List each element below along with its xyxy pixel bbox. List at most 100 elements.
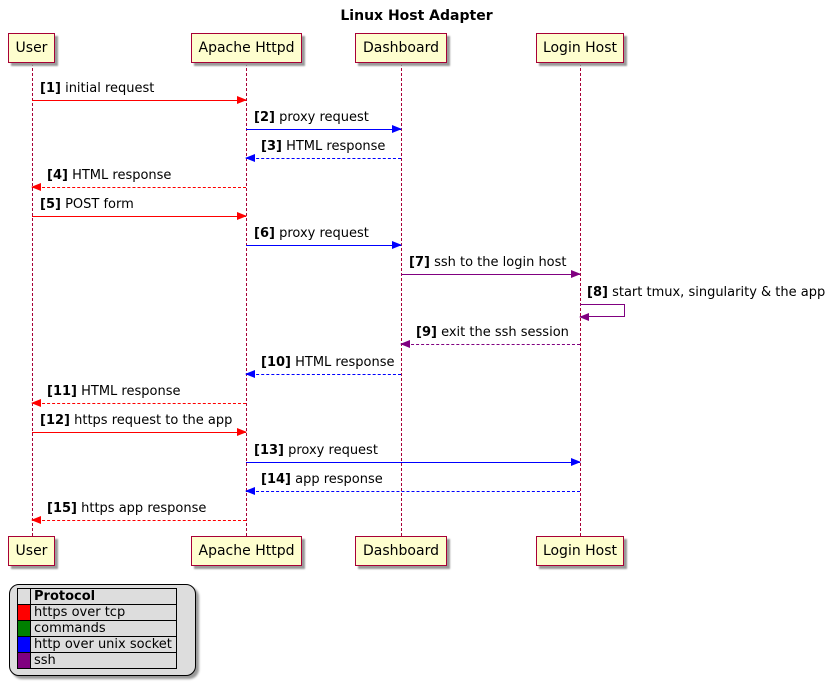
participant-apache-httpd-bottom: Apache Httpd	[191, 536, 302, 566]
arrowhead-icon	[237, 211, 247, 220]
arrowhead-icon	[571, 457, 581, 466]
message-number: [7]	[409, 255, 430, 270]
lifeline-user	[32, 63, 33, 536]
participant-label: Apache Httpd	[198, 543, 295, 559]
participant-apache-httpd-top: Apache Httpd	[191, 33, 302, 63]
message-number: [6]	[254, 226, 275, 241]
message-line	[32, 427, 247, 436]
message-text: HTML response	[81, 384, 181, 399]
legend-swatch-red	[17, 604, 31, 621]
legend-header-swatch	[17, 588, 31, 605]
legend-entry-label: ssh	[30, 652, 177, 669]
message-line	[32, 211, 247, 220]
lifeline-dashboard	[401, 63, 402, 536]
message-line	[31, 398, 246, 407]
legend-row: ssh	[17, 652, 177, 669]
participant-label: Apache Httpd	[198, 40, 295, 56]
legend-entry-label: commands	[30, 620, 177, 637]
legend-swatch-green	[17, 620, 31, 637]
message-label: [5] POST form	[40, 197, 134, 213]
message-number: [3]	[261, 139, 282, 154]
participant-label: Login Host	[542, 543, 618, 559]
participant-label: Dashboard	[363, 40, 439, 56]
message-number: [8]	[587, 285, 608, 300]
lifeline-login-host	[580, 63, 581, 536]
legend-row: commands	[17, 620, 177, 637]
message-number: [5]	[40, 197, 61, 212]
legend-swatch-purple	[17, 652, 31, 669]
arrowhead-icon	[245, 486, 255, 495]
message-text: app response	[295, 472, 383, 487]
message-line	[246, 457, 581, 466]
legend-swatch-blue	[17, 636, 31, 653]
arrowhead-icon	[392, 124, 402, 133]
participant-label: User	[15, 543, 48, 559]
participant-user-top: User	[8, 33, 55, 63]
message-text: HTML response	[286, 139, 386, 154]
lifeline-apache-httpd	[246, 63, 247, 536]
legend-header: Protocol	[30, 588, 177, 605]
message-text: https request to the app	[74, 413, 233, 428]
arrowhead-icon	[237, 427, 247, 436]
message-line	[246, 240, 402, 249]
message-number: [1]	[40, 81, 61, 96]
message-line	[400, 339, 580, 348]
arrowhead-icon	[237, 95, 247, 104]
diagram-title: Linux Host Adapter	[340, 8, 493, 24]
legend-entry-label: https over tcp	[30, 604, 177, 621]
message-label: [8] start tmux, singularity & the app	[587, 285, 825, 301]
participant-label: Login Host	[542, 40, 618, 56]
arrowhead-icon	[392, 240, 402, 249]
legend-header-row: Protocol	[17, 588, 177, 605]
message-number: [4]	[47, 168, 68, 183]
message-label: [14] app response	[261, 472, 383, 488]
message-line	[245, 153, 401, 162]
message-line	[32, 95, 247, 104]
message-label: [11] HTML response	[47, 384, 180, 400]
participant-label: User	[15, 40, 48, 56]
message-text: https app response	[81, 501, 207, 516]
message-label: [4] HTML response	[47, 168, 171, 184]
participant-label: Dashboard	[363, 543, 439, 559]
message-number: [9]	[416, 325, 437, 340]
message-text: exit the ssh session	[441, 325, 569, 340]
arrowhead-icon	[579, 313, 589, 322]
participant-login-host-top: Login Host	[536, 33, 624, 63]
arrowhead-icon	[31, 515, 41, 524]
message-text: proxy request	[279, 110, 369, 125]
message-text: proxy request	[288, 443, 378, 458]
message-text: HTML response	[295, 355, 395, 370]
message-label: [10] HTML response	[261, 355, 394, 371]
arrowhead-icon	[571, 269, 581, 278]
message-label: [3] HTML response	[261, 139, 385, 155]
message-number: [12]	[40, 413, 70, 428]
legend-table: Protocol https over tcp commands http ov…	[17, 588, 177, 669]
message-label: [13] proxy request	[254, 443, 378, 459]
self-message-loop	[579, 304, 625, 322]
arrowhead-icon	[31, 398, 41, 407]
message-text: ssh to the login host	[434, 255, 567, 270]
message-label: [2] proxy request	[254, 110, 369, 126]
message-number: [13]	[254, 443, 284, 458]
message-number: [14]	[261, 472, 291, 487]
message-text: HTML response	[72, 168, 172, 183]
legend-row: http over unix socket	[17, 636, 177, 653]
participant-dashboard-bottom: Dashboard	[355, 536, 447, 566]
message-label: [12] https request to the app	[40, 413, 232, 429]
message-label: [9] exit the ssh session	[416, 325, 569, 341]
message-number: [2]	[254, 110, 275, 125]
protocol-legend: Protocol https over tcp commands http ov…	[9, 584, 196, 676]
message-label: [6] proxy request	[254, 226, 369, 242]
message-text: start tmux, singularity & the app	[612, 285, 826, 300]
message-line	[31, 515, 246, 524]
message-line	[245, 369, 401, 378]
message-line	[31, 182, 246, 191]
message-line	[245, 486, 580, 495]
message-line	[401, 269, 581, 278]
message-number: [10]	[261, 355, 291, 370]
participant-login-host-bottom: Login Host	[536, 536, 624, 566]
participant-dashboard-top: Dashboard	[355, 33, 447, 63]
arrowhead-icon	[245, 153, 255, 162]
participant-user-bottom: User	[8, 536, 55, 566]
arrowhead-icon	[245, 369, 255, 378]
